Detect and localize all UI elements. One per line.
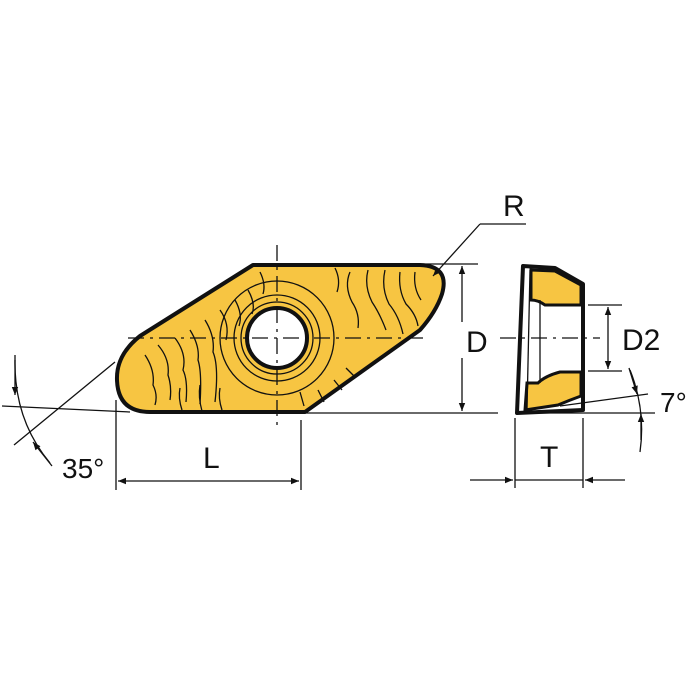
label-angle-7: 7° <box>660 387 687 418</box>
dimension-d: D <box>300 263 498 414</box>
label-d2: D2 <box>622 324 660 357</box>
label-t: T <box>540 441 558 474</box>
side-lower-section <box>523 370 583 412</box>
label-r: R <box>503 190 525 223</box>
chipbreaker-texture <box>144 267 422 412</box>
side-view <box>500 264 600 415</box>
label-d: D <box>466 326 488 359</box>
dimension-t: T <box>470 418 625 488</box>
label-angle-35: 35° <box>62 453 104 484</box>
angle-35: 35° <box>1 355 131 484</box>
side-upper-section <box>529 268 583 307</box>
dimension-l: L <box>115 400 302 490</box>
angle-7: 7° <box>530 367 687 453</box>
top-view <box>114 245 446 430</box>
dimension-d2: D2 <box>588 304 660 372</box>
label-l: L <box>203 442 220 475</box>
radius-callout: R <box>432 190 526 277</box>
